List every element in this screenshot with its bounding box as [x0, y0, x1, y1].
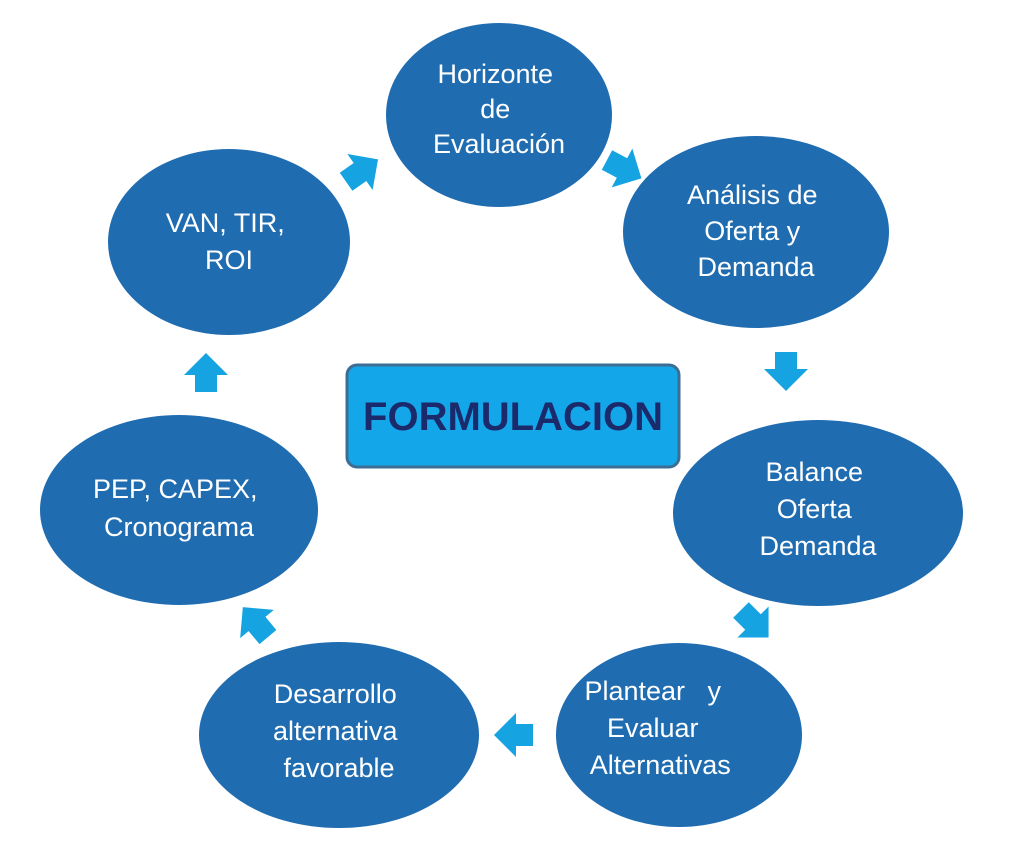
node-horizonte: Horizonte de Evaluación [386, 23, 612, 207]
node-van-label: VAN, TIR, ROI [166, 208, 293, 275]
node-analisis-label: Análisis de Oferta y Demanda [687, 180, 825, 282]
node-plantear: Plantear y Evaluar Alternativas [0, 0, 802, 827]
node-pep-label: PEP, CAPEX, Cronograma [93, 474, 265, 542]
arrow-balance-to-plantear [733, 602, 769, 638]
center-label: FORMULACION [363, 395, 663, 439]
arrow-horizonte-to-analisis [601, 148, 642, 188]
node-plantear-label: Plantear y Evaluar Alternativas [0, 0, 774, 780]
arrow-desarrollo-to-pep [240, 607, 277, 645]
arrow-plantear-to-desarrollo [494, 713, 533, 757]
node-horizonte-label: Horizonte de Evaluación [433, 59, 565, 159]
arrow-analisis-to-balance [764, 352, 808, 391]
node-desarrollo: Desarrollo alternativa favorable [199, 642, 479, 828]
node-analisis: Análisis de Oferta y Demanda [623, 136, 889, 328]
node-van: VAN, TIR, ROI [108, 149, 350, 335]
node-balance: Balance Oferta Demanda [673, 420, 963, 606]
arrow-pep-to-roi [184, 353, 228, 392]
node-pep: PEP, CAPEX, Cronograma [40, 415, 318, 605]
cycle-arrows [184, 148, 808, 757]
center-box: FORMULACION [345, 363, 681, 469]
node-balance-label: Balance Oferta Demanda [759, 457, 877, 561]
node-desarrollo-label: Desarrollo alternativa favorable [273, 679, 405, 783]
arrow-roi-to-horizonte [339, 153, 379, 191]
